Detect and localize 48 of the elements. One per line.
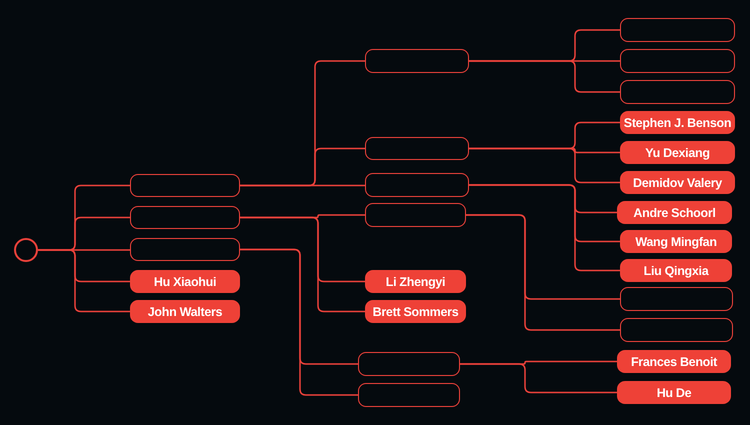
name-box bbox=[130, 300, 240, 323]
empty-box bbox=[620, 18, 735, 42]
empty-box bbox=[358, 352, 460, 376]
name-box bbox=[620, 230, 732, 253]
person-name: Liu Qingxia bbox=[644, 264, 708, 278]
person-name: Hu Xiaohui bbox=[154, 274, 216, 288]
name-box bbox=[617, 350, 731, 373]
connector-line bbox=[240, 184, 365, 186]
person-name: Andre Schoorl bbox=[633, 206, 716, 220]
empty-box bbox=[358, 383, 460, 407]
connector-line bbox=[469, 184, 620, 272]
name-box bbox=[130, 270, 240, 293]
name-box bbox=[365, 270, 466, 293]
empty-box bbox=[620, 49, 735, 73]
person-name: Hu De bbox=[656, 386, 692, 400]
connector-line bbox=[469, 60, 620, 93]
connector-line bbox=[240, 248, 358, 396]
name-box bbox=[617, 381, 731, 404]
empty-box bbox=[130, 238, 240, 261]
person-name: Brett Sommers bbox=[372, 304, 458, 318]
name-box bbox=[617, 201, 732, 224]
person-name: Frances Benoit bbox=[630, 354, 718, 368]
person-name: Wang Mingfan bbox=[635, 234, 717, 248]
person-name: John Walters bbox=[148, 304, 222, 318]
person-name: Demidov Valery bbox=[633, 176, 722, 190]
empty-box bbox=[620, 80, 735, 104]
person-name: Li Zhengyi bbox=[386, 274, 446, 288]
name-box bbox=[620, 171, 735, 194]
connector-line bbox=[38, 249, 130, 312]
name-box bbox=[620, 259, 732, 282]
person-name: Stephen J. Benson bbox=[624, 116, 732, 130]
empty-box bbox=[620, 318, 733, 342]
name-box bbox=[365, 300, 466, 323]
connector-line bbox=[240, 216, 365, 312]
empty-box bbox=[365, 49, 469, 73]
empty-box bbox=[130, 174, 240, 197]
empty-box bbox=[130, 206, 240, 229]
person-name: Yu Dexiang bbox=[645, 146, 710, 160]
connector-line bbox=[466, 214, 620, 331]
empty-box bbox=[365, 203, 466, 227]
connector-line bbox=[469, 148, 620, 184]
root-circle bbox=[14, 238, 38, 262]
empty-box bbox=[365, 137, 469, 160]
empty-box bbox=[620, 287, 733, 311]
connector-line bbox=[460, 363, 617, 394]
name-box bbox=[620, 111, 735, 134]
empty-box bbox=[365, 173, 469, 197]
name-box bbox=[620, 141, 735, 164]
